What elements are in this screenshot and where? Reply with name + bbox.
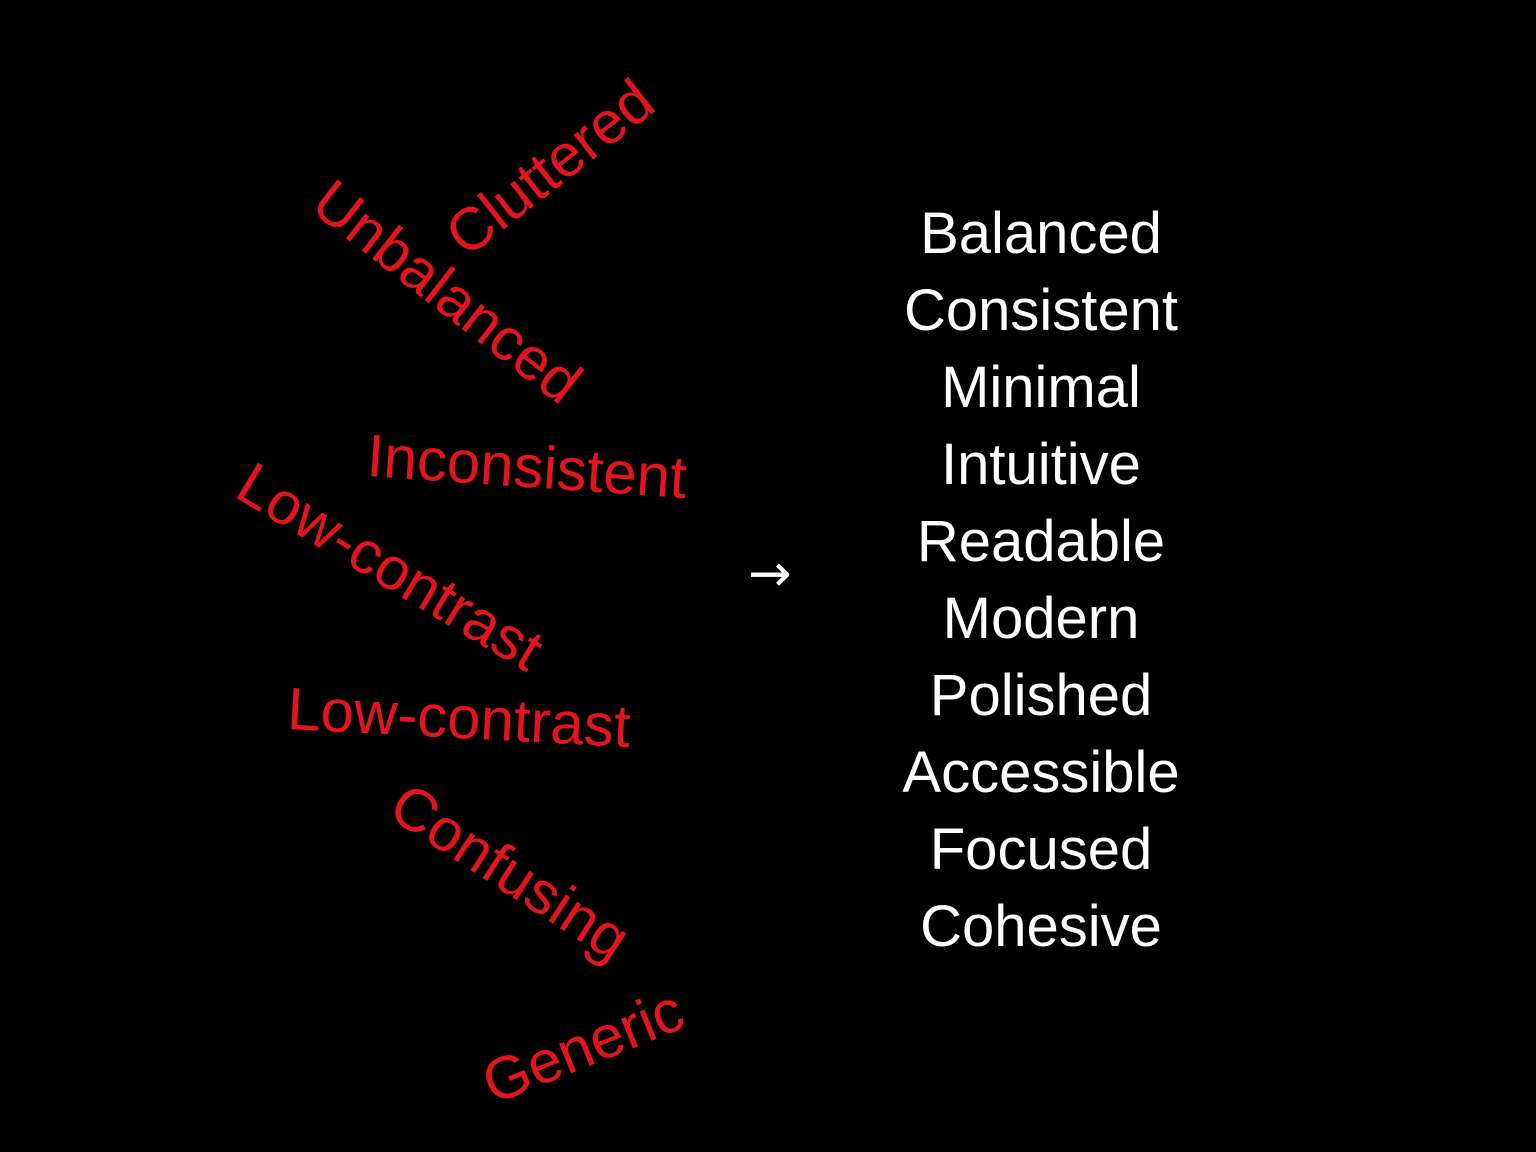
- word-confusing: Confusing: [378, 769, 642, 974]
- word-consistent: Consistent: [903, 278, 1179, 343]
- positive-word-list: Balanced Consistent Minimal Intuitive Re…: [902, 195, 1179, 965]
- word-inconsistent: Inconsistent: [364, 421, 690, 512]
- word-low-contrast: Low-contrast: [285, 675, 633, 760]
- word-readable: Readable: [916, 509, 1166, 574]
- word-modern: Modern: [942, 586, 1140, 651]
- word-cohesive: Cohesive: [920, 894, 1162, 959]
- arrow-right-icon: →: [748, 544, 792, 604]
- word-focused: Focused: [929, 817, 1153, 882]
- word-accessible: Accessible: [902, 740, 1180, 805]
- word-intuitive: Intuitive: [941, 432, 1141, 497]
- word-minimal: Minimal: [941, 355, 1141, 420]
- word-balanced: Balanced: [920, 201, 1162, 266]
- word-cluttered: Cluttered: [433, 66, 667, 269]
- word-polished: Polished: [929, 663, 1153, 728]
- word-generic: Generic: [472, 976, 693, 1117]
